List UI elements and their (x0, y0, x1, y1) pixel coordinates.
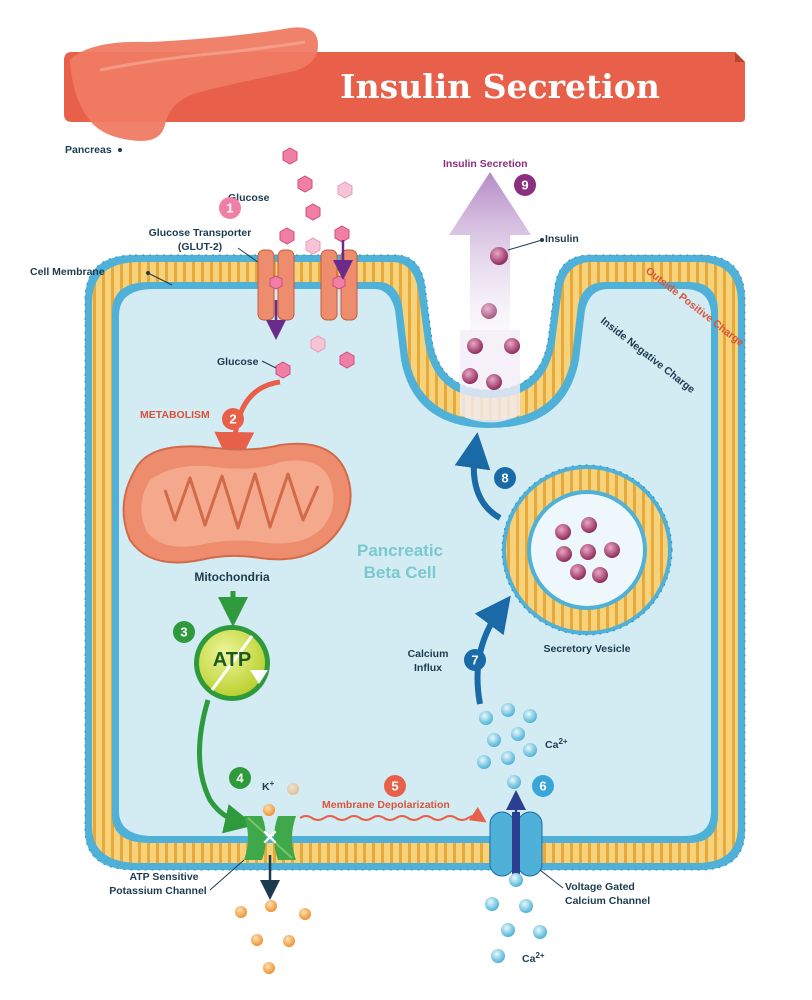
page-title: Insulin Secretion (340, 67, 660, 106)
katp-label-line2: Potassium Channel (109, 885, 207, 897)
atp-molecule (194, 625, 270, 701)
secretory-vesicle (501, 464, 673, 636)
glut2-transporter-1 (257, 249, 295, 321)
voltage-gated-calcium-channel (489, 790, 543, 877)
step-3-badge (173, 621, 195, 643)
cell-name-line1: Pancreatic (357, 541, 443, 560)
calcium-inside-label: Ca2+ (545, 737, 568, 751)
vgcc-label-line1: Voltage Gated (565, 881, 635, 893)
insulin-secretion-arrow (449, 172, 531, 330)
cell-membrane-label: Cell Membrane (30, 266, 105, 278)
calcium-ions-outside (485, 873, 547, 963)
glut2-label-line1: Glucose Transporter (149, 227, 252, 239)
calcium-influx-label-line2: Influx (414, 662, 442, 674)
step-7-badge (464, 649, 486, 671)
calcium-outside-label: Ca2+ (522, 951, 545, 965)
glucose-molecules-outside (279, 147, 353, 255)
step-2-badge (222, 408, 244, 430)
calcium-ions-inside (477, 703, 537, 789)
step-3-number: 3 (180, 625, 187, 640)
mitochondria (122, 442, 352, 564)
step-5-number: 5 (391, 779, 398, 794)
vgcc-label-line2: Calcium Channel (565, 895, 650, 907)
step-5-badge (384, 775, 406, 797)
step-9-number: 9 (521, 178, 528, 193)
step-8-badge (494, 467, 516, 489)
atp-label: ATP (213, 649, 252, 671)
potassium-ions-outside (235, 900, 311, 974)
step-6-number: 6 (539, 779, 546, 794)
glucose-inside-label: Glucose (217, 356, 259, 368)
step-4-number: 4 (236, 771, 244, 786)
glucose-molecules-inside (275, 335, 355, 379)
metabolism-label: METABOLISM (140, 409, 210, 421)
insulin-label: Insulin (545, 233, 579, 245)
step-9-badge (514, 174, 536, 196)
insulin-granules-exocytosis (460, 303, 520, 423)
secretory-vesicle-label: Secretory Vesicle (544, 643, 631, 655)
cell-name-line2: Beta Cell (364, 563, 437, 582)
pancreas-shape (70, 27, 318, 141)
calcium-influx-label-line1: Calcium (408, 648, 449, 660)
katp-label-line1: ATP Sensitive (129, 871, 198, 883)
step-7-number: 7 (471, 653, 478, 668)
membrane-depolarization-label: Membrane Depolarization (322, 799, 450, 811)
step-6-badge (532, 775, 554, 797)
mitochondria-label: Mitochondria (194, 570, 270, 584)
step-8-number: 8 (501, 471, 508, 486)
cytoplasm (119, 289, 711, 836)
channel-closed-icon: ✕ (261, 825, 279, 850)
step-1-number: 1 (226, 201, 233, 216)
step-2-number: 2 (229, 412, 236, 427)
step-1-badge (219, 197, 241, 219)
potassium-label: K+ (262, 779, 275, 793)
step-4-badge (229, 767, 251, 789)
potassium-ions-inside (263, 783, 299, 816)
insulin-secretion-label: Insulin Secretion (443, 158, 528, 170)
katp-channel: ✕ (244, 816, 296, 900)
beta-cell (84, 254, 746, 871)
title-banner: Insulin Secretion (64, 27, 745, 141)
pancreas-label: Pancreas (65, 144, 112, 156)
glut2-label-line2: (GLUT-2) (178, 241, 222, 253)
